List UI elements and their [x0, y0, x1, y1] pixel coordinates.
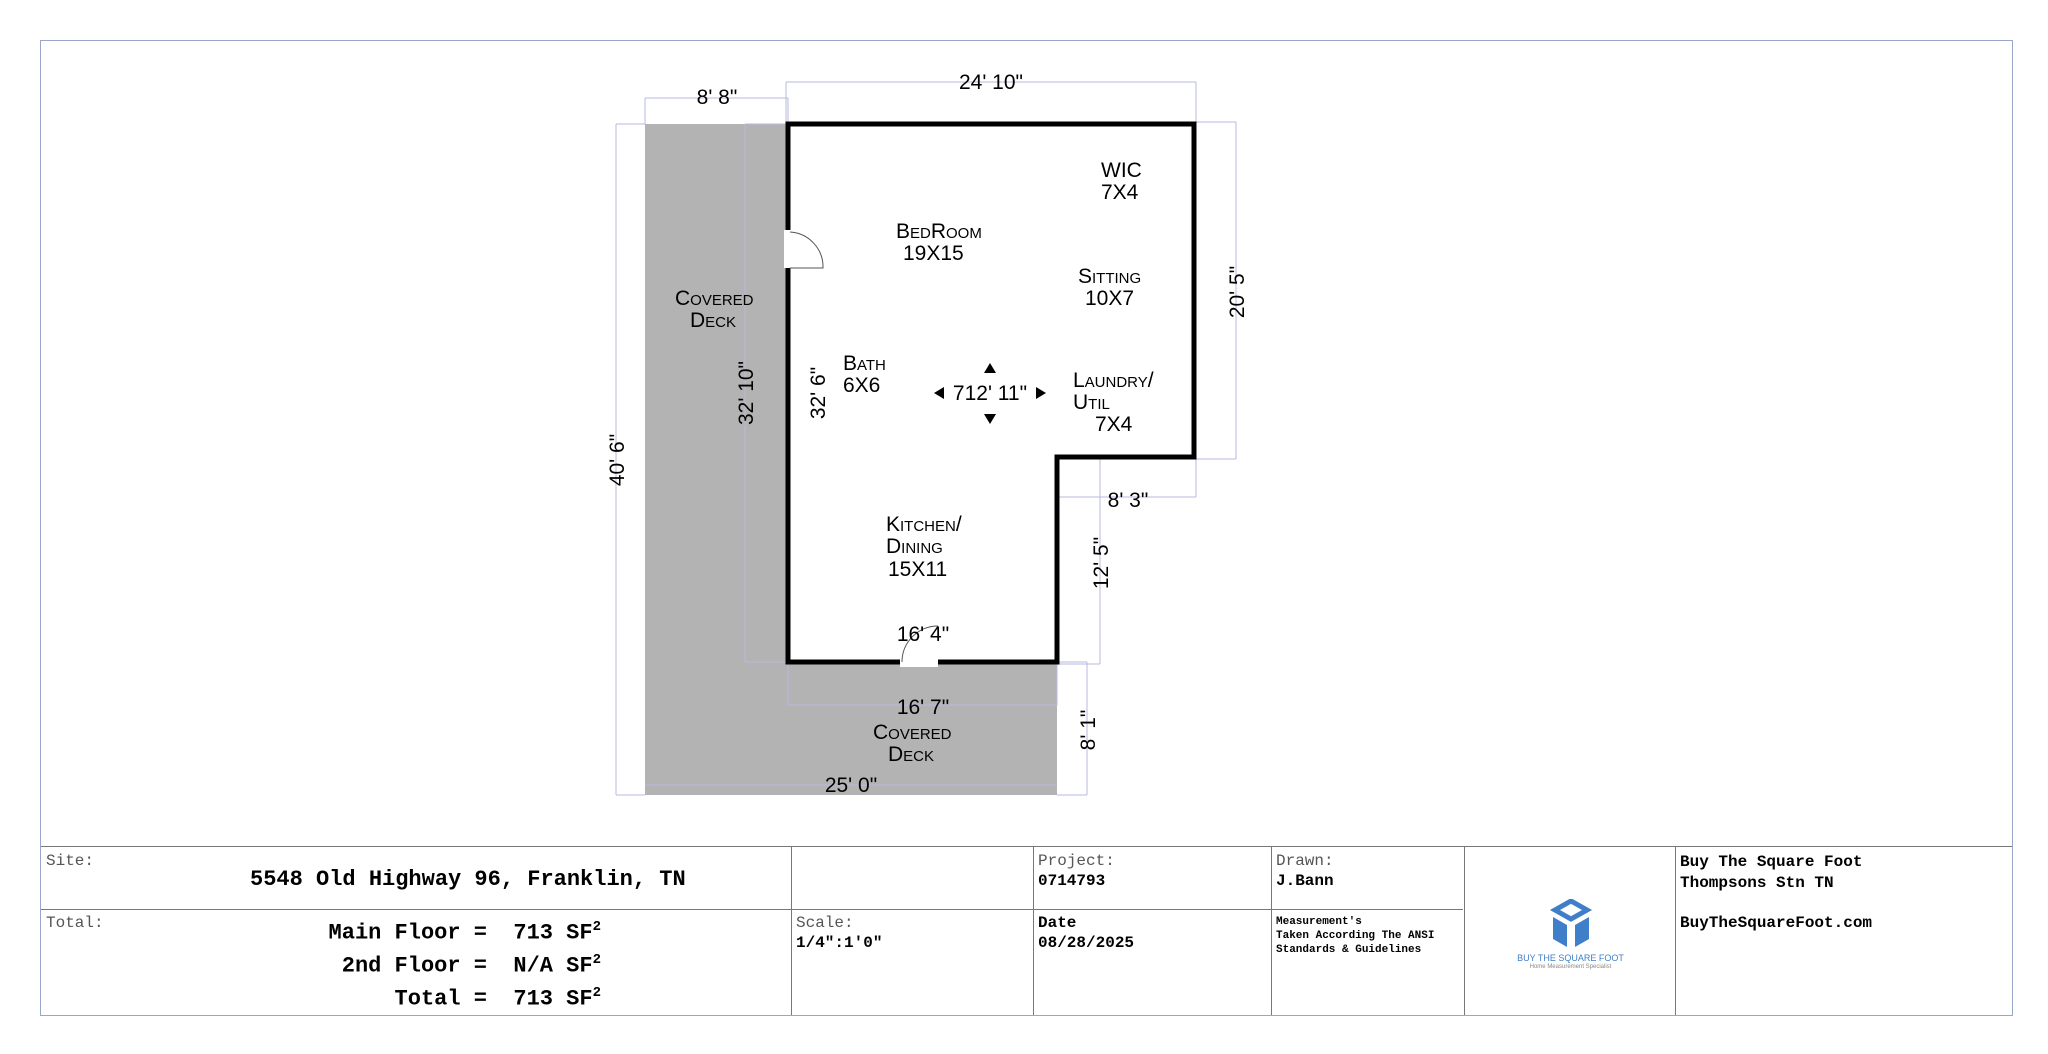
room-wic-name: WIC	[1101, 159, 1142, 182]
dim-bottom-inner: 16' 4"	[897, 623, 949, 646]
dim-left-inner: 32' 6"	[807, 367, 830, 419]
room-laundry-size: 7X4	[1095, 413, 1133, 436]
dim-left-outer: 40' 6"	[606, 434, 629, 486]
deck-label: Deck	[690, 309, 736, 332]
project-label: Project:	[1038, 852, 1115, 870]
deck-label: Covered	[675, 287, 754, 310]
second-floor-area: 2nd Floor = N/A SF2	[341, 952, 601, 979]
room-kitchen-name2: Dining	[886, 535, 943, 558]
room-kitchen-size: 15X11	[888, 558, 947, 581]
dim-left-mid: 32' 10"	[735, 361, 758, 425]
room-bedroom-name: BedRoom	[896, 220, 982, 243]
area-marker: 712' 11"	[934, 363, 1046, 424]
drawn-label: Drawn:	[1276, 852, 1334, 870]
company-website: BuyTheSquareFoot.com	[1680, 914, 1873, 932]
door-opening-bottom	[900, 657, 938, 667]
total-area: Total = 713 SF2	[394, 985, 601, 1012]
door-swing-icon	[901, 625, 939, 663]
drawn-by: J.Bann	[1276, 872, 1334, 890]
scale-label: Scale:	[796, 914, 854, 932]
dim-deck-right: 8' 1"	[1077, 710, 1100, 751]
date-label: Date	[1038, 914, 1077, 932]
logo-icon	[1549, 899, 1593, 947]
room-sitting-size: 10X7	[1085, 287, 1134, 310]
title-block: Site: 5548 Old Highway 96, Franklin, TN …	[41, 846, 2012, 1016]
scale-value: 1/4":1'0"	[796, 934, 883, 952]
room-bath-size: 6X6	[843, 374, 880, 397]
dim-deck-top: 8' 8"	[697, 86, 738, 109]
room-laundry-name2: Util	[1073, 391, 1110, 414]
room-wic-size: 7X4	[1101, 181, 1139, 204]
door-opening-left	[784, 230, 792, 268]
dim-right: 20' 5"	[1226, 266, 1249, 318]
drawing-frame	[40, 40, 2013, 1016]
area-label: 712' 11"	[953, 382, 1027, 405]
door-swing-icon	[789, 231, 824, 269]
dim-notch-h: 8' 3"	[1108, 489, 1149, 512]
date-value: 08/28/2025	[1038, 934, 1135, 952]
room-sitting-name: Sitting	[1078, 265, 1141, 288]
covered-deck-area	[645, 124, 1057, 795]
company-logo: BUY THE SQUARE FOOT Home Measurement Spe…	[1465, 847, 1676, 1015]
room-kitchen-name: Kitchen/	[886, 513, 962, 536]
house-walls	[785, 121, 1197, 665]
dim-bottom-outer: 16' 7"	[897, 696, 949, 719]
deck-label: Covered	[873, 721, 952, 744]
project-number: 0714793	[1038, 872, 1106, 890]
dim-notch-v: 12' 5"	[1090, 537, 1113, 589]
site-address: 5548 Old Highway 96, Franklin, TN	[250, 867, 686, 892]
room-laundry-name: Laundry/	[1073, 369, 1154, 392]
room-bath-name: Bath	[843, 352, 886, 375]
main-floor-area: Main Floor = 713 SF2	[328, 919, 601, 946]
room-bedroom-size: 19X15	[903, 242, 964, 265]
site-label: Site:	[46, 852, 95, 870]
dim-deck-bottom: 25' 0"	[825, 774, 877, 797]
deck-label: Deck	[888, 743, 934, 766]
total-label: Total:	[46, 914, 104, 932]
dim-top: 24' 10"	[959, 71, 1023, 94]
